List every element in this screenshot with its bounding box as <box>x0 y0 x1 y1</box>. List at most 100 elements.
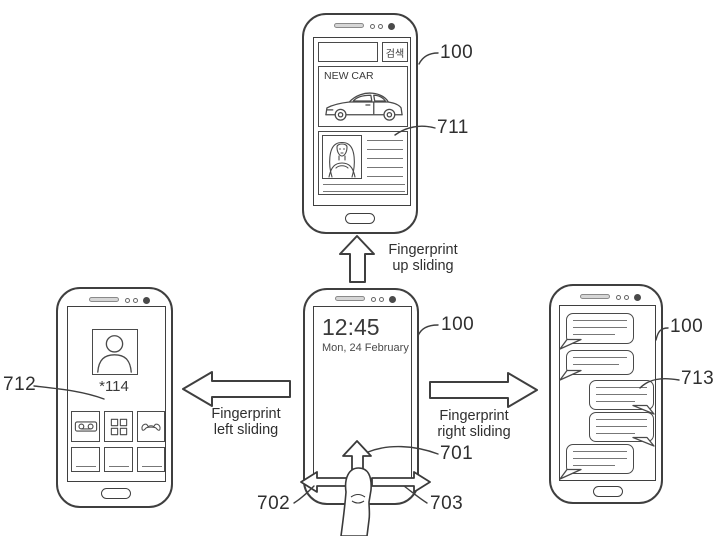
apps-grid-icon <box>110 418 127 435</box>
text-line <box>573 320 627 322</box>
note-line: left sliding <box>213 422 279 438</box>
leader-703 <box>403 485 428 504</box>
article-title: NEW CAR <box>324 70 374 82</box>
text-line <box>596 426 647 428</box>
camera-dot <box>634 294 641 301</box>
note-line: up sliding <box>392 258 454 274</box>
call-end-button <box>137 411 165 442</box>
text-line <box>367 167 403 169</box>
home-button <box>593 486 623 497</box>
bubble-tail <box>632 436 655 447</box>
text-line <box>367 176 403 178</box>
leader-100-center <box>417 324 439 337</box>
voicemail-button <box>71 411 100 442</box>
text-line <box>573 458 627 460</box>
car-illustration <box>325 92 403 121</box>
clock-time: 12:45 <box>322 314 380 340</box>
article-card-newcar: NEW CAR <box>318 66 408 127</box>
call-screen: *114 <box>67 306 166 482</box>
sensor-dot <box>378 24 383 29</box>
text-line <box>323 184 405 186</box>
home-button <box>101 488 131 499</box>
button-label-line <box>142 465 162 467</box>
ref-711: 711 <box>437 117 469 138</box>
text-line <box>573 465 615 467</box>
camera-dot <box>143 297 150 304</box>
text-line <box>596 433 635 435</box>
note-fingerprint-up: Fingerprint up sliding <box>376 242 470 274</box>
profile-card <box>318 131 408 195</box>
fingernail <box>351 500 365 504</box>
sensor-dot <box>624 295 629 300</box>
text-line <box>596 394 647 396</box>
clock-date: Mon, 24 February <box>322 342 409 354</box>
text-line <box>573 357 627 359</box>
browser-screen: 검색 NEW CAR <box>313 37 411 206</box>
finger <box>340 467 372 536</box>
speaker-grill <box>334 23 364 28</box>
sensor-dot <box>371 297 376 302</box>
leader-100-top <box>418 52 439 65</box>
action-button <box>71 447 100 472</box>
leader-100-right <box>655 327 669 341</box>
right-slide-arrow <box>429 372 538 408</box>
contact-photo <box>92 329 138 375</box>
action-button <box>104 447 133 472</box>
bubble-tail <box>559 468 582 480</box>
phone-lockscreen: 12:45 Mon, 24 February <box>303 288 419 505</box>
voicemail-icon <box>74 421 97 432</box>
chat-bubble-incoming <box>566 313 634 344</box>
action-button <box>137 447 165 472</box>
speaker-grill <box>89 297 119 302</box>
bubble-tail <box>632 404 655 415</box>
person-silhouette-icon <box>97 335 132 373</box>
ref-702: 702 <box>257 493 291 514</box>
camera-dot <box>389 296 396 303</box>
home-button <box>345 213 375 224</box>
sensor-dot <box>133 298 138 303</box>
text-line <box>367 140 403 142</box>
text-line <box>596 401 635 403</box>
text-line <box>367 158 403 160</box>
up-slide-arrow <box>339 235 375 283</box>
button-label-line <box>76 465 96 467</box>
leader-711 <box>394 125 436 136</box>
note-line: Fingerprint <box>388 242 458 258</box>
speaker-grill <box>580 294 610 299</box>
ref-713: 713 <box>681 368 715 389</box>
ref-100-right: 100 <box>670 316 704 337</box>
call-end-icon <box>141 423 161 431</box>
ref-701: 701 <box>440 443 474 464</box>
leader-701 <box>367 445 439 455</box>
search-button: 검색 <box>382 42 408 62</box>
phone-call: *114 <box>56 287 173 508</box>
bubble-tail <box>559 338 582 350</box>
note-line: right sliding <box>437 424 511 440</box>
ref-100-top: 100 <box>440 42 474 63</box>
ref-100-center: 100 <box>441 314 475 335</box>
phone-browser: 검색 NEW CAR <box>302 13 418 234</box>
bubble-tail <box>559 369 582 381</box>
fingerprint-right-arrow <box>371 471 431 493</box>
leader-712 <box>33 385 105 400</box>
camera-dot <box>388 23 395 30</box>
leader-702 <box>293 485 315 504</box>
note-line: Fingerprint <box>439 408 509 424</box>
sensor-dot <box>125 298 130 303</box>
note-fingerprint-left: Fingerprint left sliding <box>198 406 294 438</box>
ref-703: 703 <box>430 493 464 514</box>
text-line <box>323 191 405 193</box>
text-line <box>573 364 619 366</box>
search-input <box>318 42 378 62</box>
text-line <box>573 334 615 336</box>
portrait-illustration <box>328 141 356 178</box>
sensor-dot <box>379 297 384 302</box>
dialed-number: *114 <box>99 378 129 395</box>
leader-713 <box>639 378 680 389</box>
text-line <box>367 149 403 151</box>
left-slide-arrow <box>182 371 291 407</box>
fingernail <box>350 493 366 498</box>
note-line: Fingerprint <box>211 406 281 422</box>
